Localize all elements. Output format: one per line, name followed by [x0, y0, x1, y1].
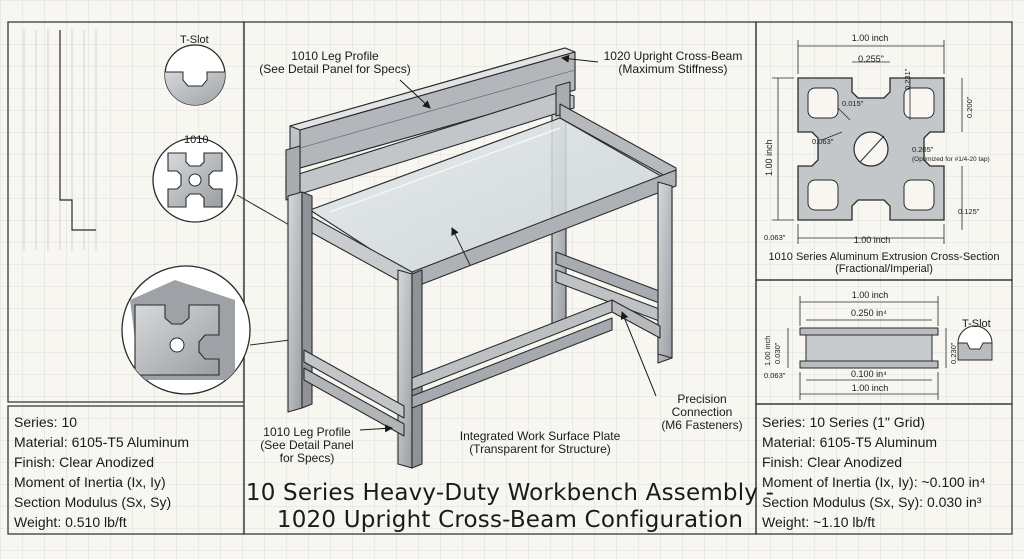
- callout-plate: Integrated Work Surface Plate(Transparen…: [459, 429, 621, 457]
- beam-width-bottom: 1.00 inch: [851, 383, 889, 393]
- spec-line: Series: 10 Series (1" Grid): [762, 414, 925, 430]
- callout-upright: 1020 Upright Cross-Beam(Maximum Stiffnes…: [603, 49, 743, 77]
- beam-bottom-val: 0.100 in⁴: [851, 369, 887, 379]
- extrusion-end-detail: [121, 265, 291, 395]
- spec-line: Weight: 0.510 lb/ft: [14, 514, 127, 530]
- spec-line: Material: 6105-T5 Aluminum: [762, 434, 938, 450]
- callout-leaders: [359, 54, 657, 433]
- cross-section-dims: [772, 40, 963, 244]
- cs-height: 1.00 inch: [764, 139, 774, 176]
- callout-leg-top: 1010 Leg Profile(See Detail Panel for Sp…: [259, 49, 411, 77]
- cs-lip: 0.125": [958, 207, 980, 216]
- beam-right-dim: 0.230": [949, 342, 958, 364]
- spec-line: Series: 10: [14, 414, 78, 430]
- beam-corner: 0.063": [764, 371, 786, 380]
- left-profile-outline: [59, 30, 96, 231]
- cs-caption: 1010 Series Aluminum Extrusion Cross-Sec…: [768, 251, 1000, 276]
- beam-detail-drawing: [799, 325, 993, 369]
- spec-line: Weight: ~1.10 lb/ft: [762, 514, 875, 530]
- cs-width: 1.00 inch: [851, 33, 889, 43]
- diagram-title: 10 Series Heavy-Duty Workbench Assembly …: [245, 480, 775, 533]
- beam-detail-dims: [787, 296, 947, 400]
- spec-line: Section Modulus (Sx, Sy): [14, 494, 172, 510]
- cs-bore: 0.205": [912, 145, 934, 154]
- cs-bore-note: (Optimized for #1/4-20 tap): [912, 156, 990, 163]
- cs-slot: 0.255": [858, 54, 884, 64]
- workbench: [285, 47, 677, 469]
- beam-left-dim: 0.030": [773, 342, 782, 364]
- left-grid: [23, 30, 97, 250]
- cs-radius: 0.015": [842, 99, 864, 108]
- cross-section-drawing: [797, 77, 945, 221]
- spec-line: Moment of Inertia (Ix, Iy): [14, 474, 166, 490]
- beam-top-val: 0.250 in⁴: [851, 308, 887, 318]
- beam-width: 1.00 inch: [851, 290, 889, 300]
- panel-frames: [7, 21, 1013, 535]
- cs-wall-top: 0.231": [903, 68, 912, 90]
- tslot-label: T-Slot: [180, 34, 209, 46]
- beam-height: 1.00 inch: [763, 335, 772, 366]
- specs-right: Series: 10 Series (1" Grid) Material: 61…: [762, 412, 986, 532]
- spec-line: Finish: Clear Anodized: [14, 454, 155, 470]
- beam-tslot-label: T-Slot: [962, 318, 991, 330]
- spec-line: Finish: Clear Anodized: [762, 454, 903, 470]
- cs-corner: 0.063": [812, 137, 834, 146]
- plate-arrow: [451, 227, 471, 266]
- cs-corner-bottom: 0.063": [764, 233, 786, 242]
- profile-detail: [152, 137, 238, 223]
- spec-line: Moment of Inertia (Ix, Iy): ~0.100 in⁴: [762, 474, 986, 490]
- spec-line: Material: 6105-T5 Aluminum: [14, 434, 190, 450]
- cs-side: 0.200": [965, 96, 974, 118]
- profile-label: 1010: [184, 134, 209, 146]
- specs-left: Series: 10 Material: 6105-T5 Aluminum Fi…: [14, 412, 189, 532]
- cs-width-bottom: 1.00 inch: [853, 235, 891, 245]
- spec-line: Section Modulus (Sx, Sy): 0.030 in³: [762, 494, 982, 510]
